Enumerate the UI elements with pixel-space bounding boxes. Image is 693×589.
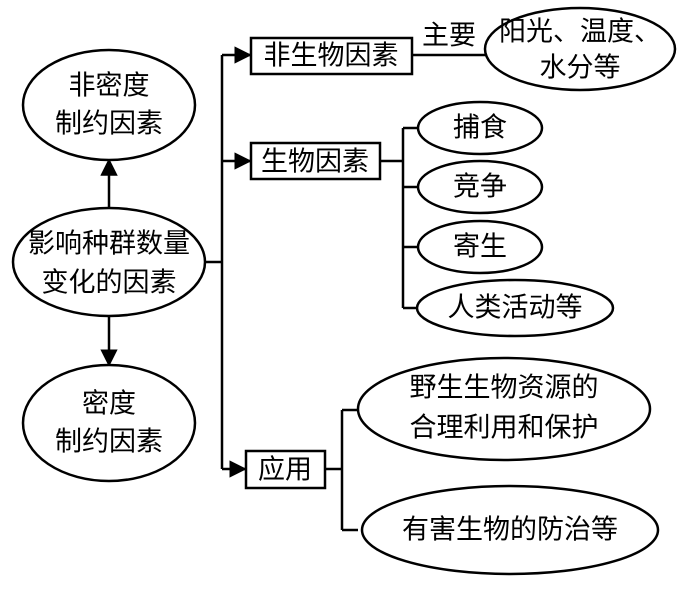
biotic-item-1-ellipse — [416, 100, 544, 156]
biotic-item-4-ellipse — [415, 278, 615, 338]
center-label-line1: 影响种群数量 — [28, 229, 190, 260]
biotic-item-2-ellipse — [416, 159, 544, 215]
density-label-line2: 制约因素 — [55, 427, 163, 458]
application-box — [244, 449, 327, 490]
density-ellipse — [21, 363, 197, 483]
abiotic-examples-ellipse — [483, 6, 677, 92]
non-density-ellipse — [21, 48, 197, 162]
abiotic-examples-line1: 阳光、温度、 — [499, 17, 661, 48]
biotic-item-3-label: 寄生 — [453, 232, 507, 263]
biotic-item-3-ellipse — [416, 219, 544, 275]
abiotic-box — [249, 36, 414, 76]
application-item-2-ellipse — [360, 484, 660, 576]
biotic-item-4-label: 人类活动等 — [448, 293, 583, 324]
shapes — [11, 6, 677, 576]
application-item-2-label: 有害生物的防治等 — [402, 515, 618, 546]
application-item-1-ellipse — [356, 356, 652, 462]
density-label-line1: 密度 — [82, 389, 136, 420]
center-ellipse — [11, 206, 207, 318]
biotic-label: 生物因素 — [261, 147, 369, 178]
non-density-label-line1: 非密度 — [69, 71, 150, 102]
biotic-item-1-label: 捕食 — [453, 113, 507, 144]
abiotic-relation-label: 主要 — [422, 21, 476, 52]
abiotic-examples-line2: 水分等 — [540, 53, 621, 84]
abiotic-label: 非生物因素 — [264, 41, 399, 72]
application-item-1-line1: 野生生物资源的 — [410, 373, 599, 404]
center-label-line2: 变化的因素 — [42, 268, 177, 299]
application-label: 应用 — [258, 455, 312, 486]
non-density-label-line2: 制约因素 — [55, 109, 163, 140]
biotic-item-2-label: 竞争 — [453, 172, 507, 203]
biotic-box — [249, 141, 382, 181]
application-item-1-line2: 合理利用和保护 — [410, 413, 599, 444]
